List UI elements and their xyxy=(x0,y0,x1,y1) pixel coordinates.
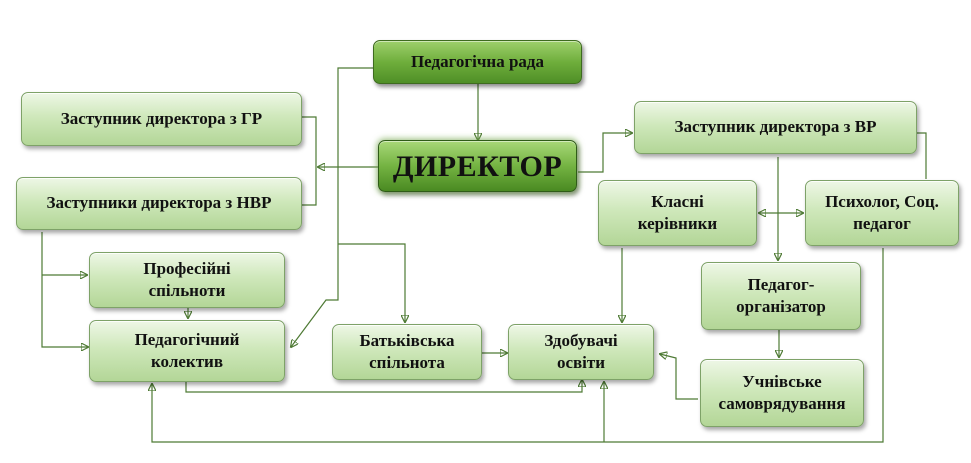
line-director-to-vr xyxy=(578,133,632,173)
line-gr-nvr-bracket xyxy=(302,116,317,206)
node-zastupnyky-nvr: Заступники директора з НВР xyxy=(16,177,302,230)
node-profesiini-spilnoty: Професійні спільноти xyxy=(89,252,285,308)
node-pedagogichna-rada: Педагогічна рада xyxy=(373,40,582,84)
node-klasni-kerivnyky: Класні керівники xyxy=(598,180,757,246)
node-uchnivske-samovriaduvannia: Учнівське самоврядування xyxy=(700,359,864,427)
node-zastupnyk-gr: Заступник директора з ГР xyxy=(21,92,302,146)
node-zdobuvachi-osvity: Здобувачі освіти xyxy=(508,324,654,380)
line-uchnivske-to-zdobuvachi xyxy=(660,354,698,400)
node-zastupnyk-vr: Заступник директора з ВР xyxy=(634,101,917,154)
line-nvr-down xyxy=(41,232,88,347)
line-psycholog-bottom-loop xyxy=(152,248,884,443)
node-director: ДИРЕКТОР xyxy=(378,140,577,192)
line-kolektyv-to-zdobuvachi xyxy=(185,380,582,393)
node-pedagog-organizator: Педагог-організатор xyxy=(701,262,861,330)
node-pedagogichnyi-kolektyv: Педагогічний колектив xyxy=(89,320,285,382)
node-psycholog: Психолог, Соц. педагог xyxy=(805,180,959,246)
node-batkivska-spilnota: Батьківська спільнота xyxy=(332,324,482,380)
line-to-batkivska xyxy=(338,243,405,322)
line-vr-to-psycholog xyxy=(917,132,927,179)
line-rada-left-to-kolektyv xyxy=(291,67,373,347)
